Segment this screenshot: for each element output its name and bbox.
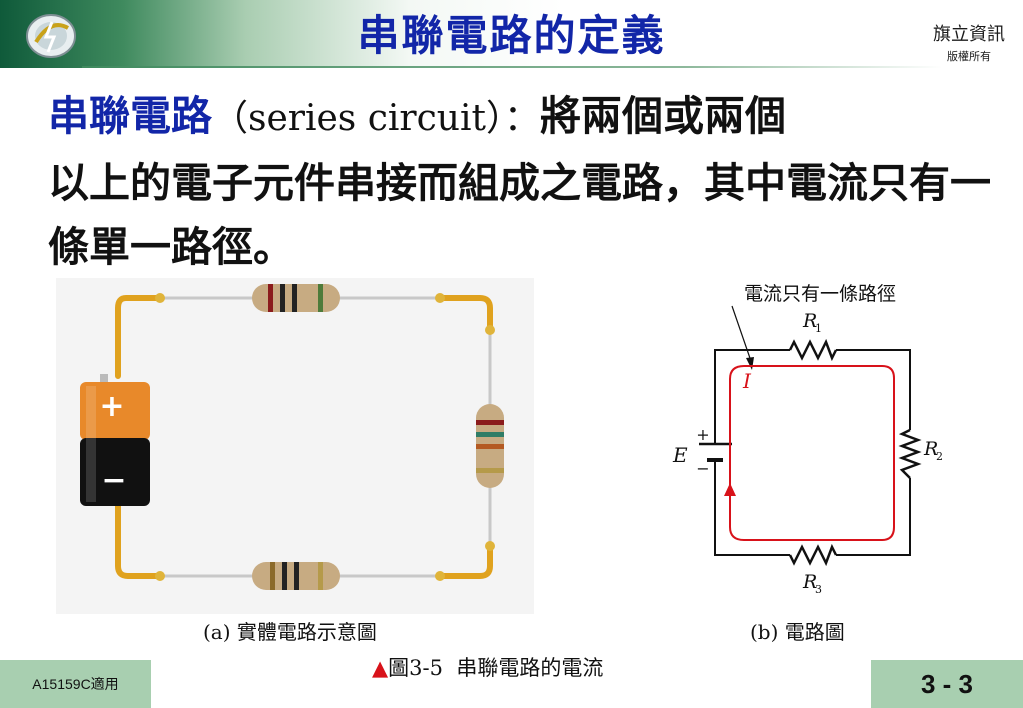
r1-subscript: 1 (815, 322, 822, 335)
figure-caption-text: 圖3-5 串聯電路的電流 (388, 656, 604, 680)
definition-text-rest: 以上的電子元件串接而組成之電路，其中電流只有一條單一路徑。 (48, 159, 991, 271)
battery: + − (80, 374, 150, 506)
r1-label: R (802, 310, 817, 332)
page-title: 串聯電路的定義 (357, 11, 666, 60)
resistor-r3-icon (788, 543, 838, 567)
copper-wires (115, 295, 493, 579)
term-colon: ： (503, 98, 540, 139)
circuit-schematic: 電流只有一條路徑 I E + − R 1 R 2 R 3 (672, 283, 943, 596)
definition-text-first: 將兩個或兩個 (539, 92, 786, 140)
term-highlight: 串聯電路 (48, 92, 212, 140)
header-divider (82, 66, 942, 68)
source-minus-icon: − (696, 459, 709, 478)
r3-label: R (802, 571, 817, 593)
battery-plus-icon: + (99, 389, 124, 424)
figure-caption: ▲圖3-5 串聯電路的電流 (372, 652, 603, 682)
caption-schematic: (b) 電路圖 (750, 620, 845, 644)
annotation-leader (731, 305, 753, 365)
r3-subscript: 3 (815, 583, 822, 596)
course-code-badge: A15159C適用 (0, 660, 151, 708)
current-label: I (742, 369, 752, 393)
source-plus-icon: + (696, 425, 709, 444)
current-path-icon (729, 365, 895, 541)
resistor-top (252, 284, 340, 312)
resistor-r2-icon (898, 428, 922, 479)
page-number: 3 - 3 (871, 660, 1023, 708)
publisher-name: 旗立資訊 (933, 24, 1005, 45)
caption-physical: (a) 實體電路示意圖 (203, 620, 377, 644)
voltage-source-icon (699, 442, 732, 462)
publisher-mark: 旗立資訊 版權所有 (933, 20, 1005, 64)
triangle-marker-icon: ▲ (372, 656, 389, 680)
resistor-r1-icon (788, 338, 838, 362)
path-annotation: 電流只有一條路徑 (744, 283, 896, 305)
resistor-bottom (252, 562, 340, 590)
resistor-right (476, 404, 504, 488)
copyright-notice: 版權所有 (947, 50, 991, 63)
physical-circuit-illustration: + − (56, 278, 534, 614)
r2-label: R (923, 438, 938, 460)
current-arrow-icon (724, 483, 736, 496)
definition-paragraph: 串聯電路（series circuit）：將兩個或兩個以上的電子元件串接而組成之… (48, 84, 1008, 279)
r2-subscript: 2 (936, 450, 943, 463)
source-label: E (672, 443, 688, 467)
schematic-wires (714, 349, 911, 556)
publisher-logo-icon (26, 14, 76, 58)
header-band (0, 0, 1023, 68)
term-english: （series circuit） (212, 98, 504, 139)
battery-minus-icon: − (101, 463, 126, 498)
